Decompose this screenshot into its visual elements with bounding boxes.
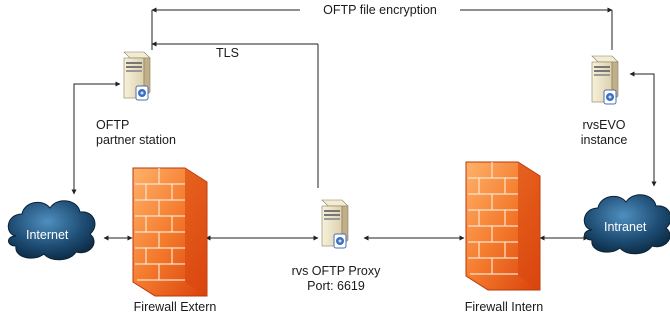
proxy-line2: Port: 6619 — [307, 279, 365, 293]
encryption-label: OFTP file encryption — [300, 3, 460, 18]
firewall-icon — [465, 161, 541, 291]
partner-station-label: OFTP partner station — [96, 118, 176, 148]
server-icon — [123, 51, 151, 101]
intranet-label: Intranet — [604, 220, 647, 234]
rvsevo-line1: rvsEVO — [582, 118, 626, 132]
proxy-label: rvs OFTP Proxy Port: 6619 — [276, 264, 396, 294]
partner-station-line2: partner station — [96, 133, 176, 147]
firewall-icon — [132, 167, 208, 297]
partner-station-line1: OFTP — [96, 118, 130, 132]
firewall-intern-label: Firewall Intern — [464, 300, 544, 314]
server-icon — [321, 199, 349, 249]
internet-label: Internet — [26, 228, 69, 242]
rvsevo-label: rvsEVO instance — [572, 118, 636, 148]
rvsevo-line2: instance — [580, 133, 628, 147]
tls-label: TLS — [216, 46, 239, 60]
proxy-line1: rvs OFTP Proxy — [291, 264, 381, 278]
rvsevo-intranet-link — [629, 71, 657, 187]
server-icon — [591, 55, 619, 105]
firewall-extern-label: Firewall Extern — [133, 300, 217, 314]
tls-path — [151, 41, 319, 188]
partner-internet-link — [71, 81, 121, 195]
